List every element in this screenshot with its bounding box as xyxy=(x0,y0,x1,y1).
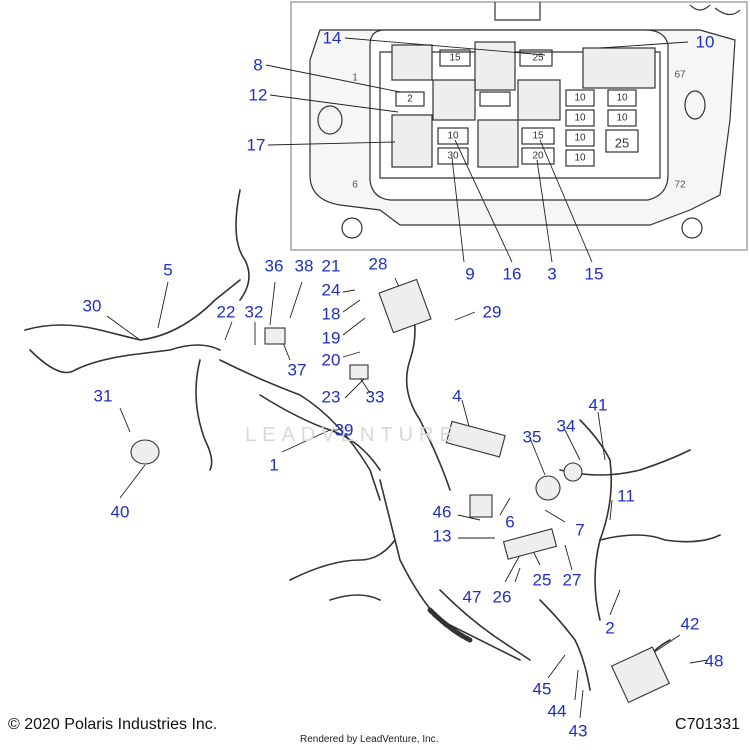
callout-22[interactable]: 22 xyxy=(216,302,236,322)
callout-7[interactable]: 7 xyxy=(575,520,585,540)
callout-29[interactable]: 29 xyxy=(482,302,502,322)
fuse-label: 15 xyxy=(449,52,461,64)
callout-36[interactable]: 36 xyxy=(264,256,284,276)
fuse-box-marking: 72 xyxy=(674,179,686,191)
callout-13[interactable]: 13 xyxy=(432,526,452,546)
callout-35[interactable]: 35 xyxy=(522,427,542,447)
callout-46[interactable]: 46 xyxy=(432,502,452,522)
callout-43[interactable]: 43 xyxy=(568,721,588,741)
fuse-label: 30 xyxy=(447,150,459,162)
callout-34[interactable]: 34 xyxy=(556,416,576,436)
callout-33[interactable]: 33 xyxy=(365,387,385,407)
callout-15[interactable]: 15 xyxy=(584,264,604,284)
callout-12[interactable]: 12 xyxy=(248,85,268,105)
callout-47[interactable]: 47 xyxy=(462,587,482,607)
fuse-label: 10 xyxy=(574,92,586,104)
callout-30[interactable]: 30 xyxy=(82,296,102,316)
fuse-label: 10 xyxy=(447,130,459,142)
callout-3[interactable]: 3 xyxy=(547,264,557,284)
callout-48[interactable]: 48 xyxy=(704,651,724,671)
fuse-label: 10 xyxy=(574,152,586,164)
fuse-label: 20 xyxy=(532,150,544,162)
callout-45[interactable]: 45 xyxy=(532,679,552,699)
callout-5[interactable]: 5 xyxy=(163,260,173,280)
callout-19[interactable]: 19 xyxy=(321,328,341,348)
callout-37[interactable]: 37 xyxy=(287,360,307,380)
fuse-label: 10 xyxy=(574,132,586,144)
fuse-label: 10 xyxy=(616,92,628,104)
callout-24[interactable]: 24 xyxy=(321,280,341,300)
callout-41[interactable]: 41 xyxy=(588,395,608,415)
callout-28[interactable]: 28 xyxy=(368,254,388,274)
callout-21[interactable]: 21 xyxy=(321,256,341,276)
fuse-label: 10 xyxy=(616,112,628,124)
fuse-label: 10 xyxy=(574,112,586,124)
callout-42[interactable]: 42 xyxy=(680,614,700,634)
callout-2[interactable]: 2 xyxy=(605,618,615,638)
callout-32[interactable]: 32 xyxy=(244,302,264,322)
watermark: LEADVENTURE xyxy=(245,424,459,446)
fuse-box-marking: 6 xyxy=(352,179,358,191)
fuse-label: 25 xyxy=(532,52,544,64)
fuse-label: 25 xyxy=(614,135,630,151)
callout-39[interactable]: 39 xyxy=(334,420,354,440)
callout-1[interactable]: 1 xyxy=(269,455,279,475)
wiring-harness-illustration xyxy=(24,189,721,691)
callout-20[interactable]: 20 xyxy=(321,350,341,370)
callout-31[interactable]: 31 xyxy=(93,386,113,406)
callout-26[interactable]: 26 xyxy=(492,587,512,607)
callout-17[interactable]: 17 xyxy=(246,135,266,155)
copyright-notice: © 2020 Polaris Industries Inc. xyxy=(8,716,218,733)
fuse-box-marking: 67 xyxy=(674,69,686,81)
callout-6[interactable]: 6 xyxy=(505,512,515,532)
callout-16[interactable]: 16 xyxy=(502,264,522,284)
rendered-by-credit: Rendered by LeadVenture, Inc. xyxy=(300,734,439,745)
fuse-box-marking: 1 xyxy=(352,72,358,84)
callout-27[interactable]: 27 xyxy=(562,570,582,590)
callout-44[interactable]: 44 xyxy=(547,701,567,721)
callout-4[interactable]: 4 xyxy=(452,386,462,406)
components xyxy=(130,278,671,704)
callout-18[interactable]: 18 xyxy=(321,304,341,324)
callout-23[interactable]: 23 xyxy=(321,387,341,407)
diagram-code: C701331 xyxy=(675,716,740,733)
callout-14[interactable]: 14 xyxy=(322,28,342,48)
fuse-label: 15 xyxy=(532,130,544,142)
callout-40[interactable]: 40 xyxy=(110,502,130,522)
callout-10[interactable]: 10 xyxy=(695,32,715,52)
fuse-box-illustration xyxy=(309,2,741,239)
callout-25[interactable]: 25 xyxy=(532,570,552,590)
callout-9[interactable]: 9 xyxy=(465,264,475,284)
callout-11[interactable]: 11 xyxy=(617,486,635,506)
fuse-label: 2 xyxy=(407,93,413,105)
callout-8[interactable]: 8 xyxy=(253,55,263,75)
callout-38[interactable]: 38 xyxy=(294,256,314,276)
